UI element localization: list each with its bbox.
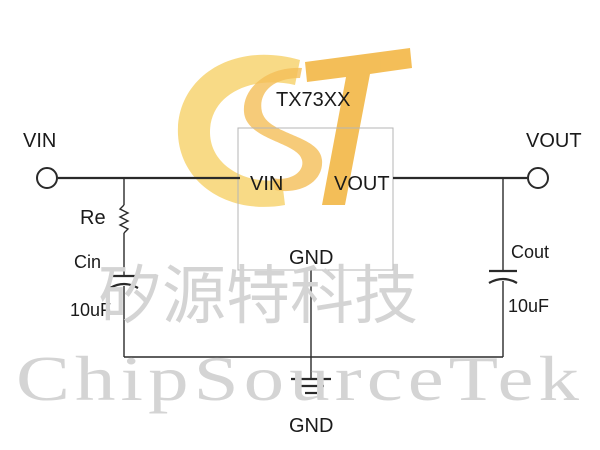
cin-capacitor-plate-bottom <box>109 282 139 289</box>
cin-value-label: 10uF <box>70 300 111 320</box>
watermark-english: ChipSourceTek <box>16 343 584 414</box>
ground-label: GND <box>289 415 333 437</box>
pin-vin-label: VIN <box>250 173 283 195</box>
pin-gnd-label: GND <box>289 247 333 269</box>
logo-s-curve <box>243 67 323 192</box>
cout-value-label: 10uF <box>508 296 549 316</box>
logo-c-arc <box>177 54 300 207</box>
regulator-chip-box <box>237 127 394 271</box>
terminal-vin-label: VIN <box>23 130 56 152</box>
esr-resistor <box>118 204 130 234</box>
cin-label: Cin <box>74 252 101 272</box>
cout-capacitor-plate-bottom <box>488 277 518 284</box>
cst-logo-watermark <box>177 48 412 207</box>
chip-label: TX73XX <box>276 89 350 111</box>
logo-t-bar <box>305 48 412 205</box>
vin-terminal <box>36 167 58 189</box>
terminal-vout-label: VOUT <box>526 130 582 152</box>
vout-terminal <box>527 167 549 189</box>
watermark-chinese: 矽源特科技 <box>98 260 418 334</box>
cout-label: Cout <box>511 242 549 262</box>
ground-symbol <box>291 377 331 395</box>
pin-vout-label: VOUT <box>334 173 390 195</box>
resistor-label: Re <box>80 207 106 229</box>
